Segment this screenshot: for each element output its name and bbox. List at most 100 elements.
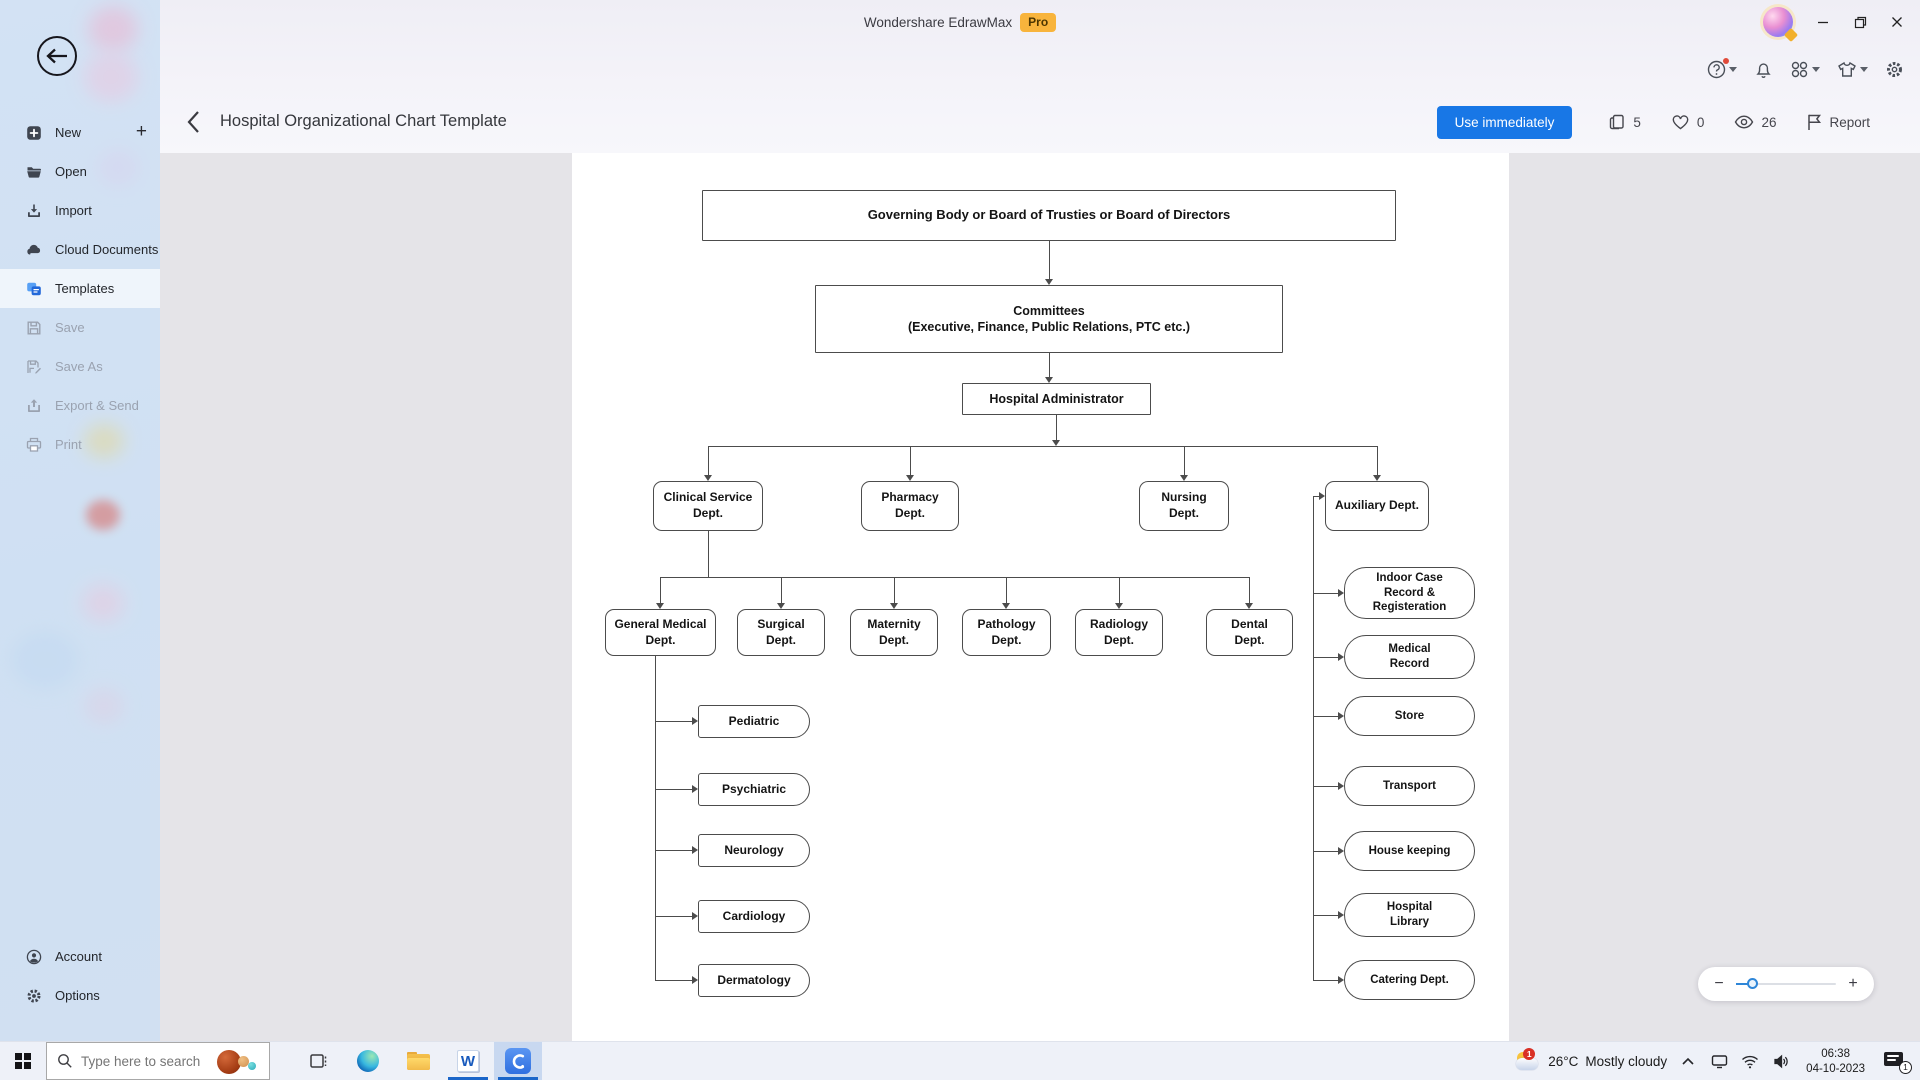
stat-eye[interactable]: 26 (1734, 114, 1776, 130)
notification-badge: 1 (1899, 1060, 1912, 1074)
zoom-slider-knob[interactable] (1747, 978, 1758, 989)
connector-line (1313, 915, 1339, 916)
file-explorer-icon (406, 1052, 430, 1070)
wifi-icon[interactable] (1740, 1052, 1760, 1072)
node-department[interactable]: Auxiliary Dept. (1325, 481, 1429, 531)
stat-value: 0 (1696, 114, 1705, 130)
zoom-slider[interactable] (1736, 978, 1836, 989)
node-sub-department[interactable]: Dental Dept. (1206, 609, 1293, 656)
node-sub-department[interactable]: Pathology Dept. (962, 609, 1051, 656)
node-medical-unit[interactable]: Dermatology (698, 964, 810, 997)
sidebar-item-cloud-documents[interactable]: Cloud Documents (0, 230, 160, 269)
sidebar-item-label: Cloud Documents (55, 242, 159, 257)
taskbar-search[interactable] (46, 1042, 270, 1080)
stat-flag[interactable]: Report (1806, 113, 1870, 131)
node-sub-department[interactable]: Surgical Dept. (737, 609, 825, 656)
stat-pages[interactable]: 5 (1608, 113, 1641, 131)
node-sub-department[interactable]: Radiology Dept. (1075, 609, 1163, 656)
sidebar-item-label: Save As (55, 359, 103, 374)
node-department[interactable]: Clinical Service Dept. (653, 481, 763, 531)
node-auxiliary-unit[interactable]: Medical Record (1344, 635, 1475, 679)
sidebar-item-open[interactable]: Open (0, 152, 160, 191)
connector-arrow (777, 603, 785, 609)
new-icon (26, 125, 42, 141)
minimize-button[interactable] (1808, 9, 1838, 35)
sidebar-item-options[interactable]: Options (0, 976, 160, 1015)
node-auxiliary-unit[interactable]: Indoor Case Record & Registeration (1344, 567, 1475, 619)
task-view-button[interactable] (294, 1042, 342, 1080)
node-committees[interactable]: Committees (Executive, Finance, Public R… (815, 285, 1283, 353)
file-explorer-button[interactable] (394, 1042, 442, 1080)
restore-button[interactable] (1845, 9, 1875, 35)
connector-line (1049, 241, 1050, 279)
node-auxiliary-unit[interactable]: Store (1344, 696, 1475, 736)
user-avatar[interactable] (1763, 7, 1799, 43)
connector-arrow (1338, 976, 1344, 984)
connector-line (708, 446, 709, 475)
volume-icon[interactable] (1771, 1052, 1791, 1072)
apps-grid-icon[interactable] (1790, 60, 1820, 79)
zoom-out-button[interactable]: − (1714, 975, 1724, 992)
theme-shirt-icon[interactable] (1837, 60, 1868, 79)
settings-gear-icon[interactable] (1885, 60, 1904, 79)
sidebar-item-label: Print (55, 437, 82, 452)
node-medical-unit[interactable]: Neurology (698, 834, 810, 867)
node-department[interactable]: Pharmacy Dept. (861, 481, 959, 531)
node-auxiliary-unit[interactable]: House keeping (1344, 831, 1475, 871)
app-title: Wondershare EdrawMax (863, 15, 1013, 30)
connector-line (1006, 577, 1007, 603)
connector-line (1313, 593, 1339, 594)
edrawmax-taskbar-button[interactable] (494, 1042, 542, 1080)
node-medical-unit[interactable]: Cardiology (698, 900, 810, 933)
close-button[interactable] (1882, 9, 1912, 35)
weather-widget[interactable]: 1 26°C Mostly cloudy (1515, 1047, 1667, 1073)
word-button[interactable]: W (444, 1042, 492, 1080)
node-auxiliary-unit[interactable]: Catering Dept. (1344, 960, 1475, 1000)
stat-heart[interactable]: 0 (1671, 113, 1705, 131)
node-governing-body[interactable]: Governing Body or Board of Trusties or B… (702, 190, 1396, 241)
connector-line (1313, 496, 1320, 497)
node-hospital-administrator[interactable]: Hospital Administrator (962, 383, 1151, 415)
node-sub-department[interactable]: Maternity Dept. (850, 609, 938, 656)
node-auxiliary-unit[interactable]: Hospital Library (1344, 893, 1475, 937)
use-immediately-button[interactable]: Use immediately (1436, 105, 1573, 139)
node-medical-unit[interactable]: Pediatric (698, 705, 810, 738)
back-button[interactable] (37, 36, 77, 76)
zoom-in-button[interactable]: + (1848, 975, 1858, 992)
word-icon: W (457, 1050, 479, 1072)
sidebar-item-new[interactable]: New+ (0, 113, 160, 152)
connector-line (1377, 446, 1378, 475)
node-medical-unit[interactable]: Psychiatric (698, 773, 810, 806)
connector-line (1184, 446, 1185, 475)
connector-line (781, 577, 782, 603)
sidebar-item-templates[interactable]: Templates (0, 269, 160, 308)
connector-arrow (1245, 603, 1253, 609)
notification-center-button[interactable]: 1 (1884, 1050, 1912, 1074)
connector-line (1249, 577, 1250, 603)
node-sub-department[interactable]: General Medical Dept. (605, 609, 716, 656)
sidebar-item-label: Import (55, 203, 92, 218)
cast-display-icon[interactable] (1709, 1052, 1729, 1072)
tray-chevron-icon[interactable] (1678, 1052, 1698, 1072)
connector-line (655, 850, 692, 851)
windows-logo-icon (15, 1053, 31, 1069)
notifications-bell-icon[interactable] (1754, 60, 1773, 79)
stat-value: Report (1829, 114, 1870, 130)
connector-line (655, 656, 656, 981)
help-icon[interactable] (1707, 58, 1737, 79)
start-button[interactable] (0, 1042, 46, 1080)
sidebar-item-import[interactable]: Import (0, 191, 160, 230)
node-department[interactable]: Nursing Dept. (1139, 481, 1229, 531)
node-auxiliary-unit[interactable]: Transport (1344, 766, 1475, 806)
taskbar-clock[interactable]: 06:38 04-10-2023 (1802, 1047, 1869, 1077)
sidebar-item-label: Templates (55, 281, 115, 296)
edge-browser-button[interactable] (344, 1042, 392, 1080)
back-icon[interactable] (186, 110, 208, 136)
connector-arrow (890, 603, 898, 609)
search-input[interactable] (81, 1053, 221, 1069)
connector-line (1313, 980, 1339, 981)
sidebar-item-account[interactable]: Account (0, 937, 160, 976)
connector-arrow (656, 603, 664, 609)
new-plus-icon[interactable]: + (135, 121, 147, 142)
